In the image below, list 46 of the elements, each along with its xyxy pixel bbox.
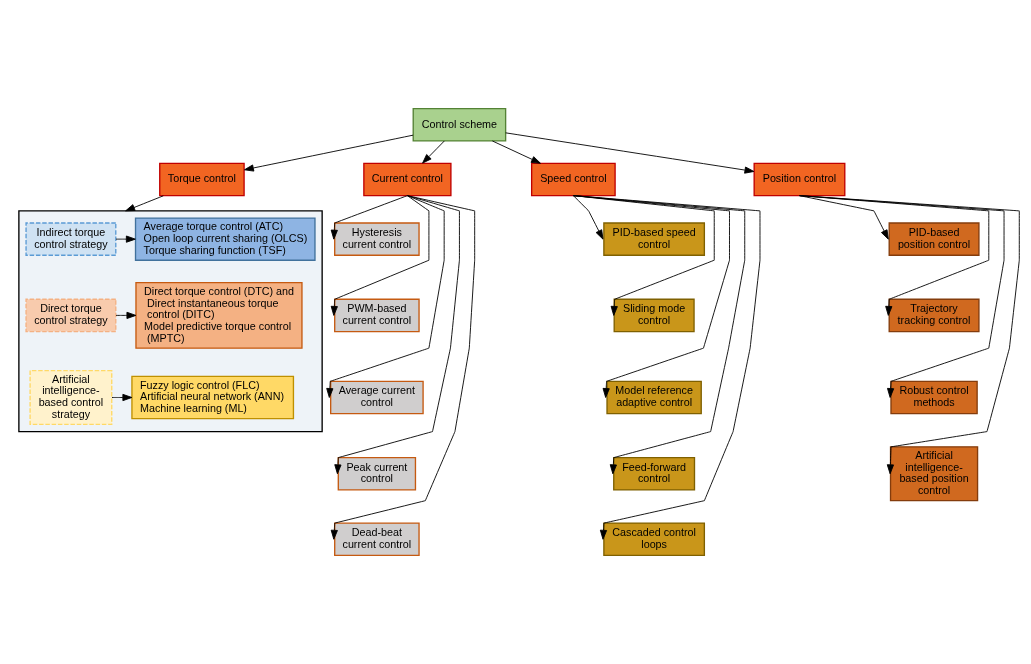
node-box: Speed control	[530, 162, 616, 197]
node-box: Average current control	[330, 380, 424, 415]
node-box: Hysteresis current control	[334, 222, 420, 256]
arrow	[799, 195, 1005, 398]
node-box: Direct torque control (DTC) and Direct instantaneous torque control (DITC) Model predictive torque control (MPTC)	[135, 281, 303, 349]
node-box: PID-based position control	[888, 222, 980, 256]
node-box: Robust control methods	[890, 380, 978, 415]
node-box: Fuzzy logic control (FLC) Artificial neural network (ANN) Machine learning (ML)	[131, 375, 295, 420]
node-box: PWM-based current control	[334, 298, 420, 333]
arrow	[326, 195, 445, 398]
cluster	[18, 210, 323, 433]
arrow	[572, 195, 715, 316]
node-box: Indirect torque control strategy	[25, 222, 117, 256]
node-box: PID-based speed control	[603, 222, 706, 256]
node-box: Dead-beat current control	[334, 522, 420, 557]
arrow	[115, 311, 137, 319]
arrow	[422, 140, 445, 164]
arrow	[244, 134, 414, 172]
arrow	[572, 195, 746, 475]
arrow	[799, 195, 990, 316]
arrow	[505, 132, 755, 174]
arrow	[330, 195, 430, 316]
arrow	[491, 140, 541, 164]
node-box: Artificial intelligence-based position control	[889, 446, 979, 502]
arrow	[572, 195, 730, 398]
arrow	[799, 195, 889, 240]
node-box: Average torque control (ATC) Open loop current sharing (OLCS) Torque sharing function (TSF)	[134, 217, 316, 261]
arrow	[799, 195, 1020, 475]
node-box: Peak current control	[337, 456, 417, 491]
arrow	[115, 235, 136, 243]
node-box: Torque control	[159, 162, 245, 197]
arrow	[572, 195, 761, 540]
node-box: Model reference adaptive control	[606, 380, 702, 415]
node-box: Cascaded control loops	[603, 522, 706, 557]
node-box: Sliding mode control	[613, 298, 695, 333]
arrow	[111, 393, 133, 402]
arrow	[572, 195, 604, 240]
node-box: Control scheme	[412, 107, 507, 142]
node-box: Feed-forward control	[613, 456, 696, 491]
node-box: Direct torque control strategy	[25, 298, 117, 333]
node-box: Position control	[753, 162, 846, 197]
arrow	[330, 195, 408, 240]
node-box: Artificial intelligence-based control strategy	[29, 369, 113, 426]
node-box: Current control	[363, 162, 452, 197]
node-box: Trajectory tracking control	[888, 298, 980, 333]
arrow	[125, 195, 164, 212]
